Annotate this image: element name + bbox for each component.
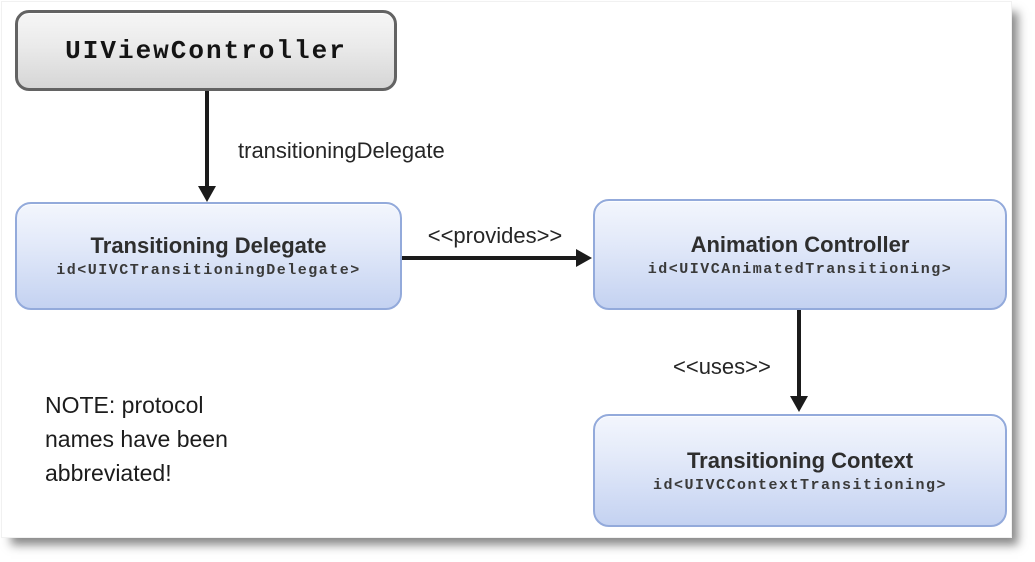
note-annotation: NOTE: protocol names have been abbreviat… [45, 388, 228, 490]
node-uiviewcontroller: UIViewController [15, 10, 397, 91]
edge-uses-line [797, 310, 801, 398]
note-line: names have been [45, 426, 228, 452]
node-transitioning-context: Transitioning Context id<UIVCContextTran… [593, 414, 1007, 527]
edge-label-transitioning-delegate: transitioningDelegate [238, 138, 445, 163]
node-transitioning-delegate: Transitioning Delegate id<UIVCTransition… [15, 202, 402, 310]
note-line: abbreviated! [45, 460, 172, 486]
edge-label-uses: <<uses>> [673, 354, 771, 379]
edge-provides-line [402, 256, 579, 260]
node-transitioning-context-protocol: id<UIVCContextTransitioning> [652, 476, 948, 494]
edge-label-provides: <<provides>> [427, 223, 563, 248]
node-transitioning-context-title: Transitioning Context [686, 447, 914, 473]
node-animation-controller: Animation Controller id<UIVCAnimatedTran… [593, 199, 1007, 310]
note-line: NOTE: protocol [45, 392, 204, 418]
arrowhead-down-icon [790, 396, 808, 412]
node-uiviewcontroller-title: UIViewController [65, 35, 347, 66]
arrowhead-down-icon [198, 186, 216, 202]
node-transitioning-delegate-title: Transitioning Delegate [90, 233, 327, 258]
diagram-card: UIViewController transitioningDelegate T… [1, 1, 1012, 538]
arrowhead-right-icon [576, 249, 592, 267]
node-animation-controller-protocol: id<UIVCAnimatedTransitioning> [647, 260, 953, 278]
edge-transitioning-delegate-line [205, 91, 209, 188]
node-animation-controller-title: Animation Controller [690, 231, 910, 257]
node-transitioning-delegate-protocol: id<UIVCTransitioningDelegate> [56, 262, 361, 279]
